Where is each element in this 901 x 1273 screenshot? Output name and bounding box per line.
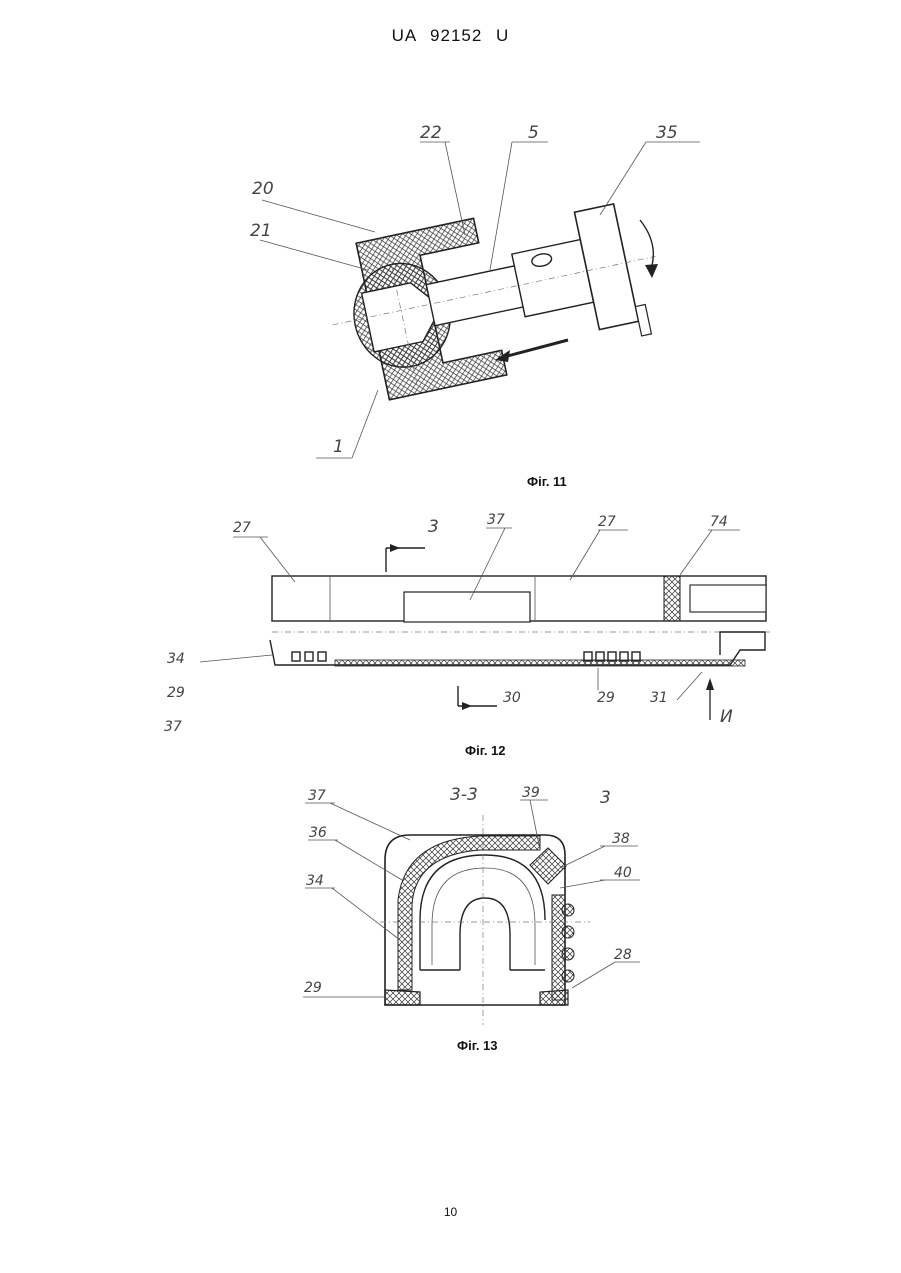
label-3: 3 xyxy=(600,788,611,808)
label-section-3-3: 3-3 xyxy=(450,785,478,805)
figure-13-drawing: 37 3-3 39 3 36 38 34 40 29 28 xyxy=(0,0,901,1040)
right-foot xyxy=(540,990,568,1005)
label-39: 39 xyxy=(522,785,540,801)
label-34: 34 xyxy=(306,873,324,889)
left-foot xyxy=(385,990,420,1005)
label-28: 28 xyxy=(614,947,632,963)
label-37: 37 xyxy=(308,788,326,804)
figure-13-caption: Фіг. 13 xyxy=(457,1038,498,1053)
label-40: 40 xyxy=(614,865,632,881)
label-38: 38 xyxy=(612,831,630,847)
label-29: 29 xyxy=(304,980,322,996)
page-number: 10 xyxy=(0,1205,901,1219)
label-36: 36 xyxy=(309,825,327,841)
